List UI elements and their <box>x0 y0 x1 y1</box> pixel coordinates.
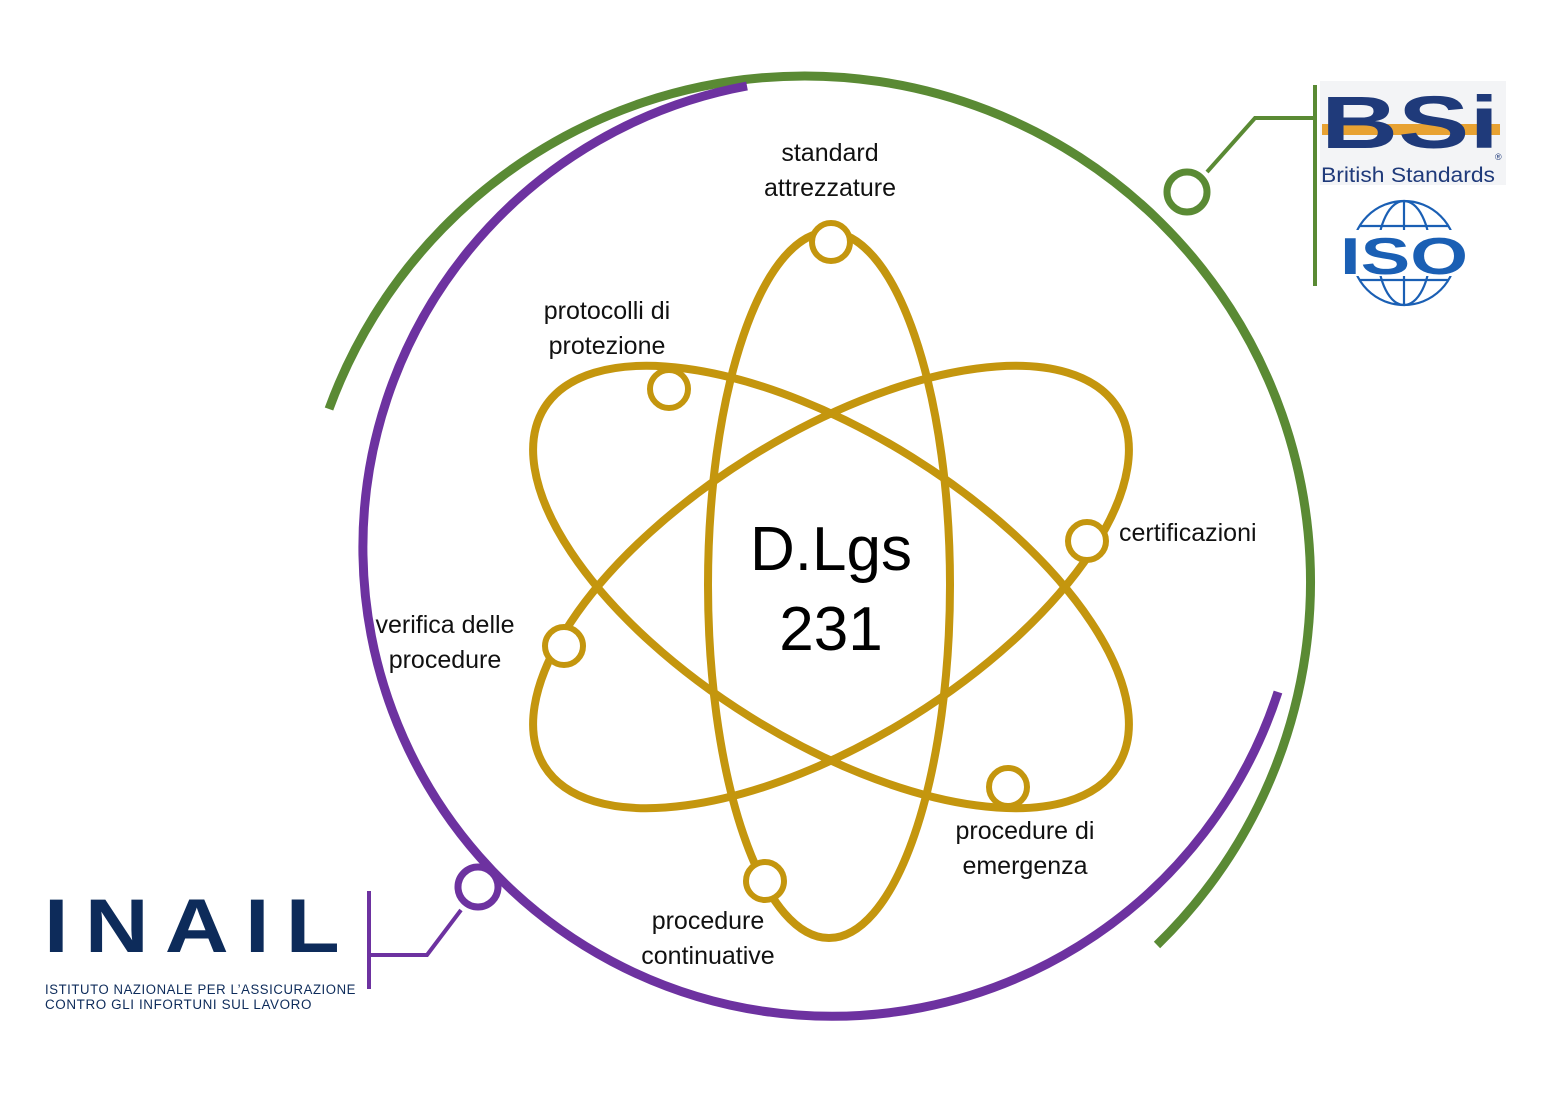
node-procedure-emergenza <box>986 765 1030 809</box>
iso-logo: ISO <box>1338 199 1470 307</box>
label-bottom-line2: continuative <box>641 942 774 970</box>
node-certificazioni <box>1065 519 1109 563</box>
orbit-ascending <box>529 361 1133 813</box>
node-protocolli-protezione <box>647 367 691 411</box>
iso-mark: ISO <box>1340 228 1468 286</box>
bsi-logo: BSi British Standards ® <box>1320 81 1506 187</box>
node-procedure-continuative <box>743 859 787 903</box>
inail-logo: INAIL ISTITUTO NAZIONALE PER L’ASSICURAZ… <box>44 884 356 1012</box>
bsi-registered: ® <box>1495 152 1502 162</box>
inail-connector <box>367 863 502 989</box>
label-right: certificazioni <box>1119 519 1257 547</box>
center-label-line1: D.Lgs <box>750 515 912 584</box>
label-lower-right-line1: procedure di <box>956 817 1095 845</box>
node-verifica-procedure <box>542 624 586 668</box>
bsi-orange-bar <box>1322 124 1500 135</box>
bsi-connector <box>1163 85 1317 286</box>
bsi-tagline: British Standards <box>1321 164 1495 187</box>
inail-subtitle-line2: CONTRO GLI INFORTUNI SUL LAVORO <box>45 997 312 1012</box>
green-outer-arc <box>324 71 1315 949</box>
purple-inner-arc <box>358 81 1283 1021</box>
center-label-line2: 231 <box>779 595 882 664</box>
node-standard-attrezzature <box>809 220 853 264</box>
green-connector-node <box>1163 168 1211 216</box>
label-bottom-line1: procedure <box>652 907 765 935</box>
label-left-line2: procedure <box>389 646 502 674</box>
inail-mark: INAIL <box>44 884 356 969</box>
label-left-line1: verifica delle <box>376 611 515 639</box>
label-lower-right-line2: emergenza <box>962 852 1087 880</box>
label-top-line1: standard <box>781 139 878 167</box>
label-upper-left-line1: protocolli di <box>544 297 670 325</box>
label-upper-left-line2: protezione <box>549 332 666 360</box>
label-top-line2: attrezzature <box>764 174 896 202</box>
orbit-vertical <box>704 228 954 942</box>
orbit-descending <box>529 361 1133 813</box>
bsi-mark: BSi <box>1321 81 1499 164</box>
atom-nodes <box>542 220 1109 903</box>
inail-subtitle-line1: ISTITUTO NAZIONALE PER L’ASSICURAZIONE <box>45 982 356 997</box>
purple-connector-node <box>454 863 502 911</box>
